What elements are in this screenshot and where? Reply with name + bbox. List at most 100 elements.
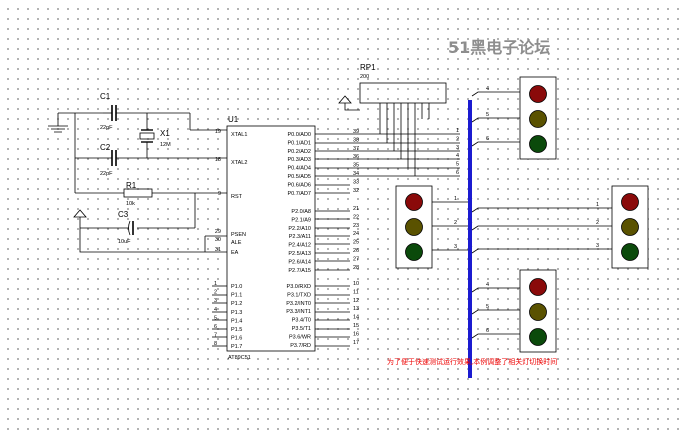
pin-name: P3.0/RXD: [287, 284, 311, 290]
c3-ref: C3: [118, 210, 129, 219]
lamp-yellow: [621, 218, 639, 236]
pin-name: P3.7/RD: [290, 343, 311, 349]
bus-number: 5: [486, 304, 489, 310]
pin-number: 28: [353, 265, 359, 271]
forum-watermark: 51黑电子论坛: [448, 38, 551, 57]
pin-number: 27: [353, 256, 359, 262]
lamp-yellow: [529, 303, 547, 321]
bus-number: 4: [486, 282, 489, 288]
pin-name: P3.5/T1: [292, 326, 311, 332]
pin-name: P0.3/AD3: [287, 157, 311, 163]
lamp-red: [529, 85, 547, 103]
pin-number: 18: [215, 157, 221, 163]
c1-value: 22pF: [100, 125, 113, 131]
pin-name: P1.4: [231, 318, 242, 324]
pin-name: P2.7/A15: [288, 268, 311, 274]
pin-name: P0.6/AD6: [287, 182, 311, 188]
pin-number: 37: [353, 146, 359, 152]
pin-number: 8: [214, 341, 217, 347]
pin-number: 10: [353, 281, 359, 287]
pin-number: 29: [215, 229, 221, 235]
r1-resistor: [123, 188, 153, 198]
c2-ref: C2: [100, 143, 111, 152]
r1-ref: R1: [126, 181, 137, 190]
pin-name: P1.7: [231, 344, 242, 350]
pin-name: P2.6/A14: [288, 259, 311, 265]
pin-name: P2.1/A9: [291, 217, 311, 223]
bus-number: 3: [454, 244, 457, 250]
pin-number: 2: [214, 290, 217, 296]
rp1-ref: RP1: [360, 63, 376, 72]
pin-number: 14: [353, 315, 359, 321]
pin-name: P2.5/A13: [288, 251, 311, 257]
pin-number: 5: [214, 315, 217, 321]
r1-value: 10k: [126, 201, 135, 207]
pin-name: P3.3/INT1: [286, 309, 311, 315]
bus-number: 6: [486, 328, 489, 334]
pin-name: EA: [231, 250, 239, 256]
pin-number: 33: [353, 179, 359, 185]
pin-name: P3.2/INT0: [286, 301, 311, 307]
pin-name: XTAL2: [231, 160, 247, 166]
pin-number: 6: [214, 324, 217, 330]
pin-name: P0.7/AD7: [287, 191, 311, 197]
mcu-part: AT89C51: [228, 355, 251, 361]
c3-value: 10uF: [118, 239, 131, 245]
bus-number: 6: [456, 170, 459, 176]
pin-number: 17: [353, 340, 359, 346]
bus-number: 5: [486, 112, 489, 118]
lamp-red: [621, 193, 639, 211]
pin-name: P1.0: [231, 284, 242, 290]
pin-number: 26: [353, 248, 359, 254]
pin-number: 34: [353, 171, 359, 177]
x1-value: 12M: [160, 142, 171, 148]
bus-number: 2: [596, 220, 599, 226]
rp1-resistor-pack: [359, 82, 447, 104]
pin-number: 19: [215, 129, 221, 135]
pin-number: 30: [215, 237, 221, 243]
lamp-green: [621, 243, 639, 261]
note-text: 为了便于快速测试运行效果,本例调整了相关灯切换时间: [387, 358, 558, 366]
pin-name: P3.6/WR: [289, 334, 311, 340]
pin-number: 4: [214, 307, 217, 313]
pin-number: 1: [214, 281, 217, 287]
pin-name: P0.0/AD0: [287, 132, 311, 138]
pin-number: 15: [353, 323, 359, 329]
bus-number: 3: [596, 243, 599, 249]
pin-number: 35: [353, 163, 359, 169]
pin-number: 24: [353, 231, 359, 237]
x1-ref: X1: [160, 129, 170, 138]
pin-name: P2.0/A8: [291, 209, 311, 215]
lamp-red: [405, 193, 423, 211]
lamp-red: [529, 278, 547, 296]
pin-name: P1.5: [231, 327, 242, 333]
pin-name: P1.6: [231, 336, 242, 342]
x1-crystal: [139, 132, 155, 140]
lamp-green: [405, 243, 423, 261]
pin-number: 7: [214, 333, 217, 339]
pin-number: 21: [353, 206, 359, 212]
pin-number: 38: [353, 137, 359, 143]
pin-name: P1.1: [231, 293, 242, 299]
pin-name: P0.4/AD4: [287, 166, 311, 172]
pin-number: 36: [353, 154, 359, 160]
bus-number: 3: [456, 145, 459, 151]
pin-name: XTAL1: [231, 132, 247, 138]
pin-number: 39: [353, 129, 359, 135]
vcc-arrow: [338, 95, 360, 111]
pin-number: 12: [353, 298, 359, 304]
pin-name: P1.3: [231, 310, 242, 316]
pin-name: P2.2/A10: [288, 226, 311, 232]
lamp-green: [529, 328, 547, 346]
pin-number: 22: [353, 214, 359, 220]
pin-name: ALE: [231, 240, 242, 246]
bus-number: 1: [596, 202, 599, 208]
pin-number: 16: [353, 331, 359, 337]
bus-number: 4: [456, 153, 459, 159]
lamp-yellow: [529, 110, 547, 128]
lamp-yellow: [405, 218, 423, 236]
c1-ref: C1: [100, 92, 111, 101]
pin-name: P1.2: [231, 301, 242, 307]
pin-number: 25: [353, 240, 359, 246]
